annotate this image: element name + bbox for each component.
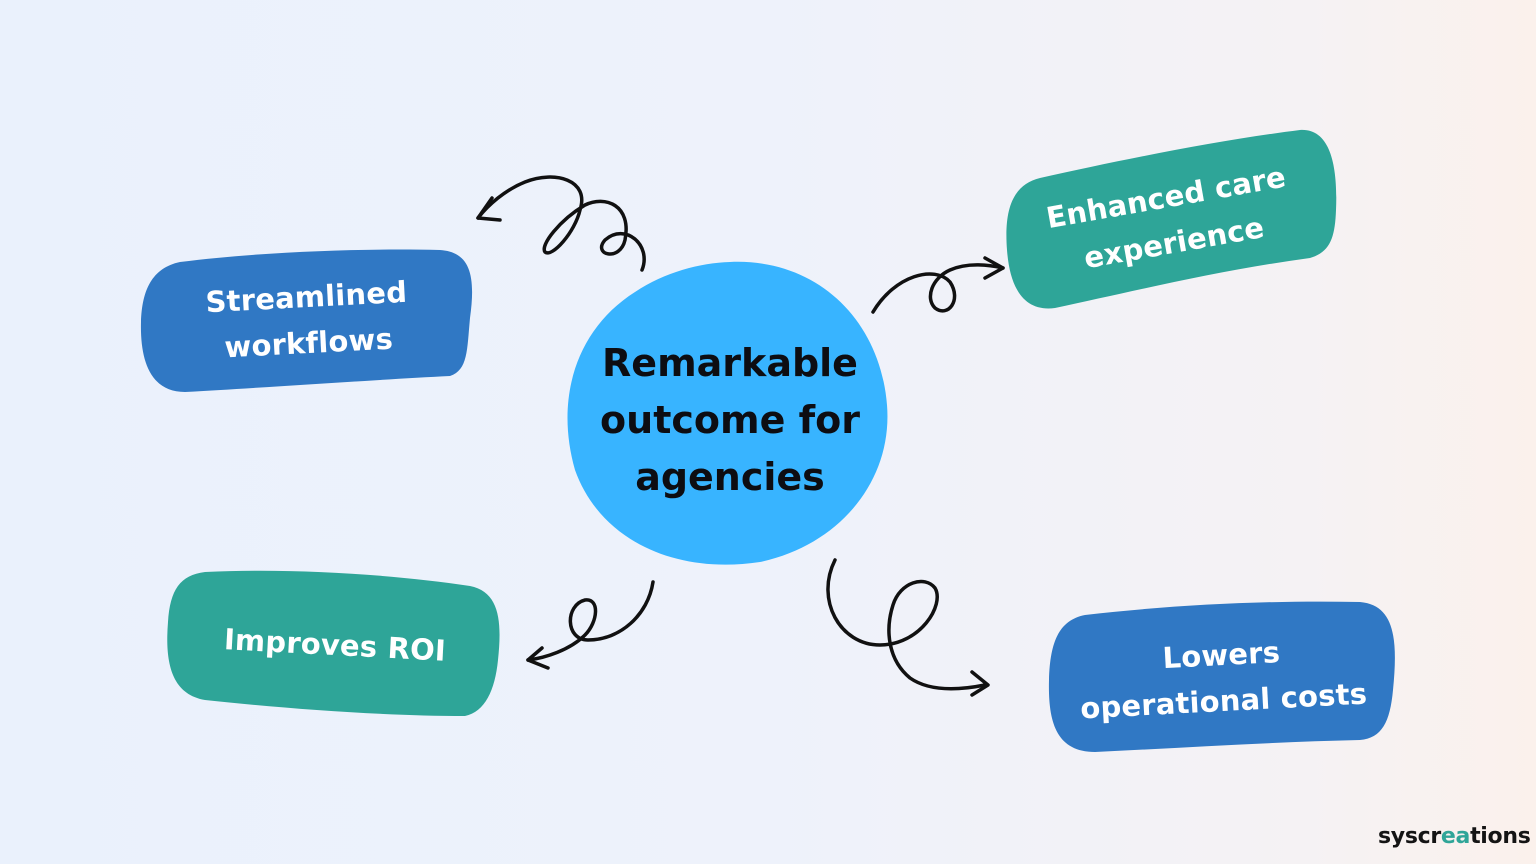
node-label-improves-roi: Improves ROI [223, 622, 447, 668]
brand-logo: syscreations [1378, 824, 1531, 856]
connector-arrow-streamlined [476, 175, 646, 272]
node-shape-enhanced-care-experience [1006, 129, 1337, 309]
center-label: Remarkable outcome for agencies [600, 340, 860, 499]
connector-arrow-enhanced [871, 263, 1005, 314]
connector-arrow-roi [526, 580, 655, 662]
connector-arrowhead-roi [526, 646, 550, 670]
node-shape-lowers-operational-costs [1048, 601, 1395, 752]
node-shape-streamlined-workflows [140, 249, 473, 392]
node-label-streamlined-workflows: Streamlined workflows [204, 274, 408, 365]
center-blob [567, 261, 888, 565]
brand-text-start: syscr [1378, 824, 1441, 849]
node-label-lowers-operational-costs: Lowers operational costs [1079, 634, 1368, 726]
brand-text-accent: ea [1440, 824, 1471, 849]
connector-arrowhead-costs [970, 670, 990, 697]
connector-arrowhead-streamlined [476, 196, 502, 222]
node-shape-improves-roi [167, 570, 500, 716]
connector-arrowhead-enhanced [983, 256, 1005, 280]
connector-arrow-costs [826, 558, 987, 691]
brand-text-end: tions [1470, 824, 1531, 849]
